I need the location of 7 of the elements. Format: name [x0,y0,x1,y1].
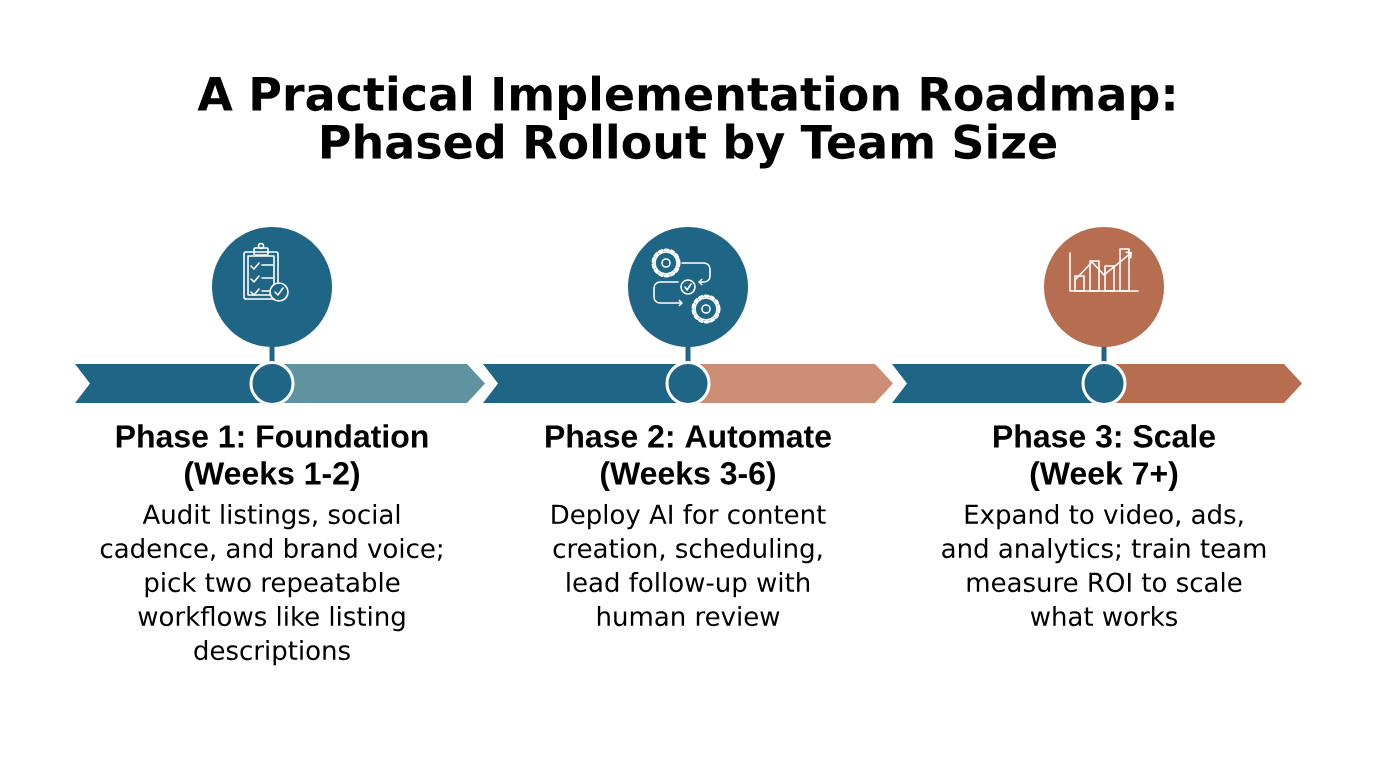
phase-description: Audit listings, social cadence, and brand voice; pick two repeatable workflows like listing descriptions [100,504,442,666]
phase-heading: Phase 1: Foundation (Weeks 1-2) [116,424,428,491]
phase-description: Expand to video, ads, and analytics; train team measure ROI to scale what works [942,504,1266,627]
phase-description: Deploy AI for content creation, scheduling, lead follow-up with human review [552,504,826,627]
phase-heading: Phase 3: Scale (Week 7+) [994,424,1215,491]
title: A Practical Implementation Roadmap: Phased Rollout by Team Size [197,75,1174,169]
phase-heading: Phase 2: Automate (Weeks 3-6) [546,424,831,491]
